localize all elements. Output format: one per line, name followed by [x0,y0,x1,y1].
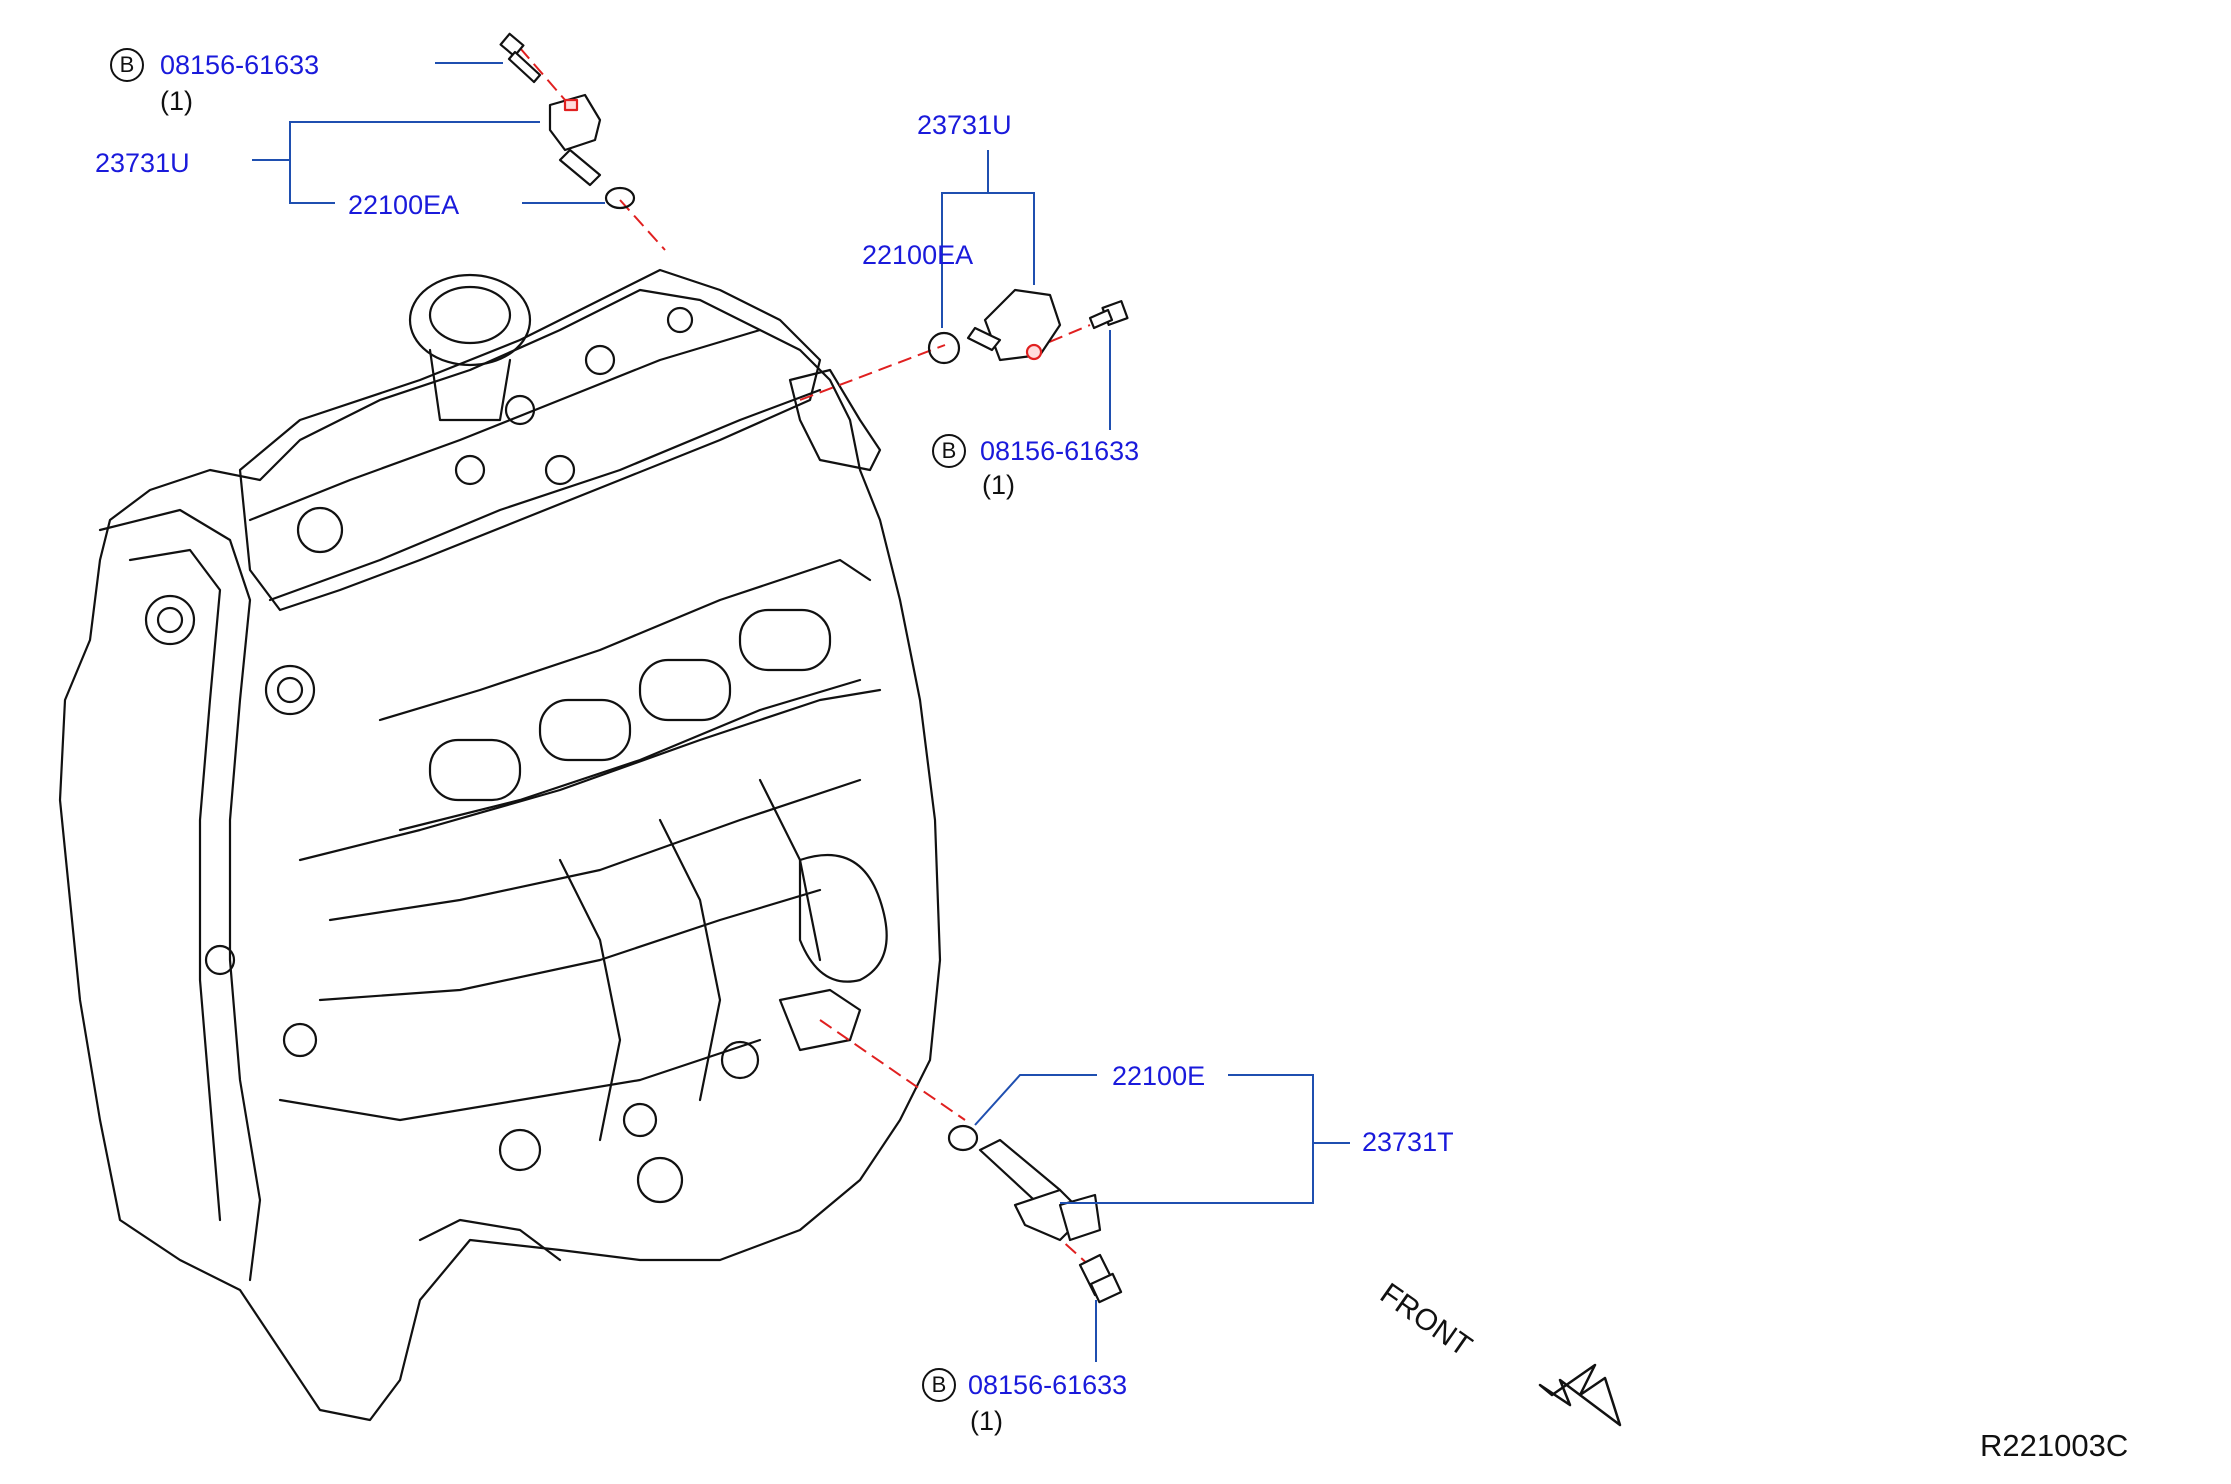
leader-lines [252,62,1350,1362]
part-number-low-sensor: 23731T [1362,1127,1454,1157]
badge-top-bolt: B [110,48,144,82]
top-bolt-part [499,32,542,84]
mid-oring-part [927,331,961,365]
reference-code: R221003C [1980,1428,2129,1463]
part-number-top-sensor: 23731U [95,148,190,178]
mid-sensor-part [966,288,1062,362]
centerline-low [819,1019,966,1121]
mid-bolt-part [1088,300,1129,330]
leader-top-bracket-arms [289,121,540,204]
part-number-low-oring: 22100E [1112,1061,1206,1091]
qty-top-bolt: (1) [160,86,193,116]
centerlines [519,47,1101,1276]
engine-block-illustration [58,268,942,1422]
low-sensor-part [978,1138,1102,1242]
top-oring-part [604,186,636,210]
centerline-mid [799,344,946,401]
top-sensor-part [548,93,602,187]
badge-low-bolt: B [922,1368,956,1402]
part-number-low-bolt: 08156-61633 [968,1370,1128,1400]
low-oring-part [947,1124,979,1152]
qty-low-bolt: (1) [970,1406,1003,1436]
centerline-top-oring [619,199,666,251]
badge-mid-bolt: B [932,434,966,468]
part-number-mid-sensor: 23731U [917,110,1012,140]
front-arrow-icon [1538,1363,1622,1427]
part-number-mid-bolt: 08156-61633 [980,436,1140,466]
leader-low-bracket [1060,1074,1314,1204]
part-number-mid-oring: 22100EA [862,240,974,270]
leader-low-oring [974,1074,1097,1126]
part-number-top-bolt: 08156-61633 [160,50,320,80]
centerline-top-bolt [519,47,566,101]
low-bolt-part [1078,1253,1123,1304]
part-number-top-oring: 22100EA [348,190,460,220]
qty-mid-bolt: (1) [982,470,1015,500]
